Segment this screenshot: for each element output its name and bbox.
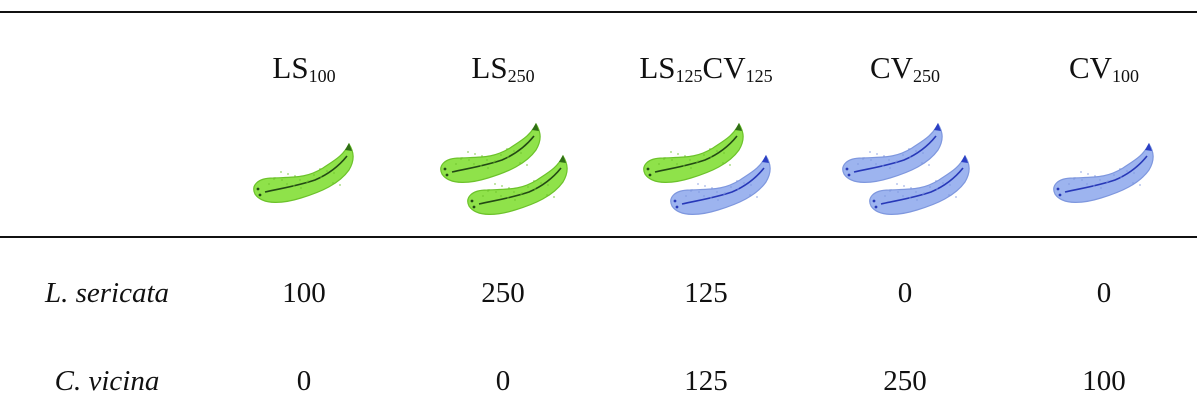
green-larva-icon [253, 142, 354, 203]
larvae-svg [842, 122, 970, 215]
larvae-svg [253, 142, 354, 203]
header-subscript: 125 [675, 66, 703, 86]
table-cell: 0 [495, 365, 511, 397]
column-header-cv250: CV250 [870, 52, 940, 85]
column-header-ls250: LS250 [471, 52, 534, 85]
column-header-ls125cv125: LS125CV125 [639, 52, 772, 85]
table-cell: 125 [684, 365, 728, 397]
header-subscript: 125 [745, 66, 773, 86]
header-text: LS [639, 50, 676, 85]
column-header-ls100: LS100 [272, 52, 335, 85]
table-header-rule [0, 236, 1197, 238]
blue-larva-icon [869, 154, 970, 215]
larvae-svg [440, 122, 568, 215]
table-cell: 100 [282, 277, 326, 309]
larvae-illustration-ls125cv125 [631, 122, 781, 224]
table-cell: 0 [897, 277, 913, 309]
table-cell: 250 [883, 365, 927, 397]
larvae-illustration-cv100 [1029, 124, 1179, 224]
blue-larva-icon [842, 122, 943, 183]
header-text: CV [702, 50, 746, 85]
larvae-illustration-ls250 [428, 122, 578, 224]
column-header-cv100: CV100 [1069, 52, 1139, 85]
table-cell: 0 [296, 365, 312, 397]
header-subscript: 100 [1112, 66, 1140, 86]
header-text: LS [272, 50, 309, 85]
table-cell: 100 [1082, 365, 1126, 397]
row-label: L. sericata [44, 277, 170, 309]
header-subscript: 100 [308, 66, 336, 86]
table-cell: 0 [1096, 277, 1112, 309]
table-cell: 250 [481, 277, 525, 309]
header-text: CV [1068, 50, 1113, 85]
table-cell: 125 [684, 277, 728, 309]
larvae-illustration-cv250 [830, 122, 980, 224]
blue-larva-icon [1053, 142, 1154, 203]
table-top-rule [0, 11, 1197, 13]
larvae-svg [1053, 142, 1154, 203]
larvae-illustration-ls100 [229, 124, 379, 224]
header-subscript: 250 [507, 66, 535, 86]
green-larva-icon [440, 122, 541, 183]
header-text: LS [471, 50, 508, 85]
blue-larva-icon [670, 154, 771, 215]
larvae-svg [643, 122, 771, 215]
green-larva-icon [467, 154, 568, 215]
green-larva-icon [643, 122, 744, 183]
header-text: CV [869, 50, 914, 85]
header-subscript: 250 [913, 66, 941, 86]
row-label: C. vicina [54, 365, 160, 397]
